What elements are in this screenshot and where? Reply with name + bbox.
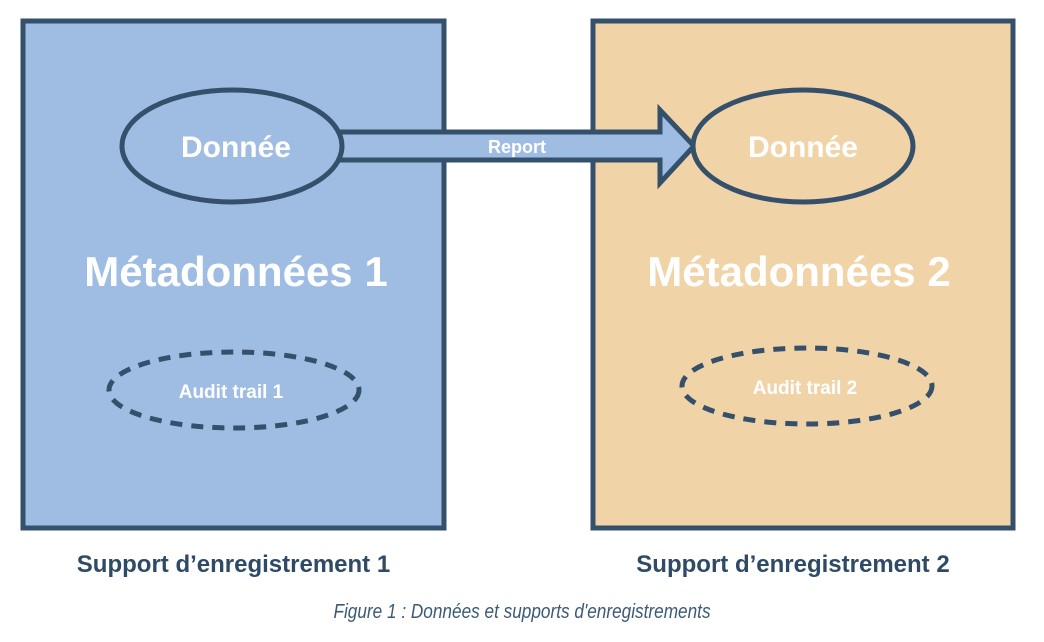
audit-trail-ellipse-1 [106,349,362,431]
report-label: Report [488,137,546,157]
data-ellipse-1 [119,87,345,205]
metadata-label-1: Métadonnées 1 [84,248,387,295]
report-arrow [337,103,698,190]
metadata-label-2: Métadonnées 2 [647,248,950,295]
support-label-1: Support d’enregistrement 1 [76,551,391,578]
figure-caption: Figure 1 : Données et supports d'enregis… [333,601,711,623]
report-arrow-shape [337,103,698,190]
data-label-1: Donnée [181,131,291,164]
audit-trail-ellipse-2 [679,345,935,427]
data-ellipse-2 [690,87,916,205]
support-label-2: Support d’enregistrement 2 [636,551,950,578]
audit-trail-label-1: Audit trail 1 [179,382,284,403]
data-label-2: Donnée [748,131,858,164]
audit-trail-label-2: Audit trail 2 [753,378,858,399]
